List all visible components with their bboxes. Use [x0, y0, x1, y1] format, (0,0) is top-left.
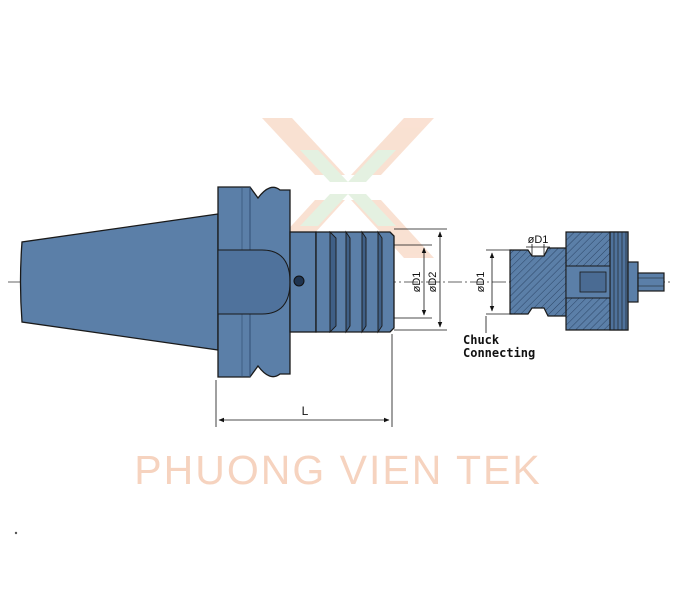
dimension-chuck-vertical — [485, 249, 512, 333]
taper-shank — [19, 213, 219, 351]
dimension-length — [215, 334, 393, 427]
dimension-chuck-top — [526, 244, 550, 256]
label-d1-chuck-vertical: øD1 — [475, 272, 487, 293]
chuck-body — [509, 231, 665, 331]
label-d1-chuck-top: øD1 — [528, 234, 549, 246]
chuck-label-line1: Chuck — [463, 333, 500, 347]
chuck-stub — [627, 261, 639, 303]
chuck-knurl — [609, 231, 629, 331]
watermark-logo — [262, 118, 434, 258]
chuck-label-line2: Connecting — [463, 346, 535, 360]
chuck-shank — [509, 247, 573, 317]
label-d2-main: øD2 — [427, 272, 439, 293]
stray-dot — [14, 531, 18, 535]
drive-slot — [217, 249, 291, 315]
label-length: L — [302, 404, 309, 418]
dimension-main-diameters — [394, 228, 447, 331]
label-d1-main: øD1 — [411, 272, 423, 293]
watermark-text: PHUONG VIEN TEK — [134, 447, 541, 493]
side-hole — [293, 275, 305, 287]
chuck-insert — [579, 271, 607, 293]
nose-grooves — [329, 230, 383, 334]
chuck-pin — [637, 272, 665, 292]
tool-holder-body — [19, 186, 395, 378]
